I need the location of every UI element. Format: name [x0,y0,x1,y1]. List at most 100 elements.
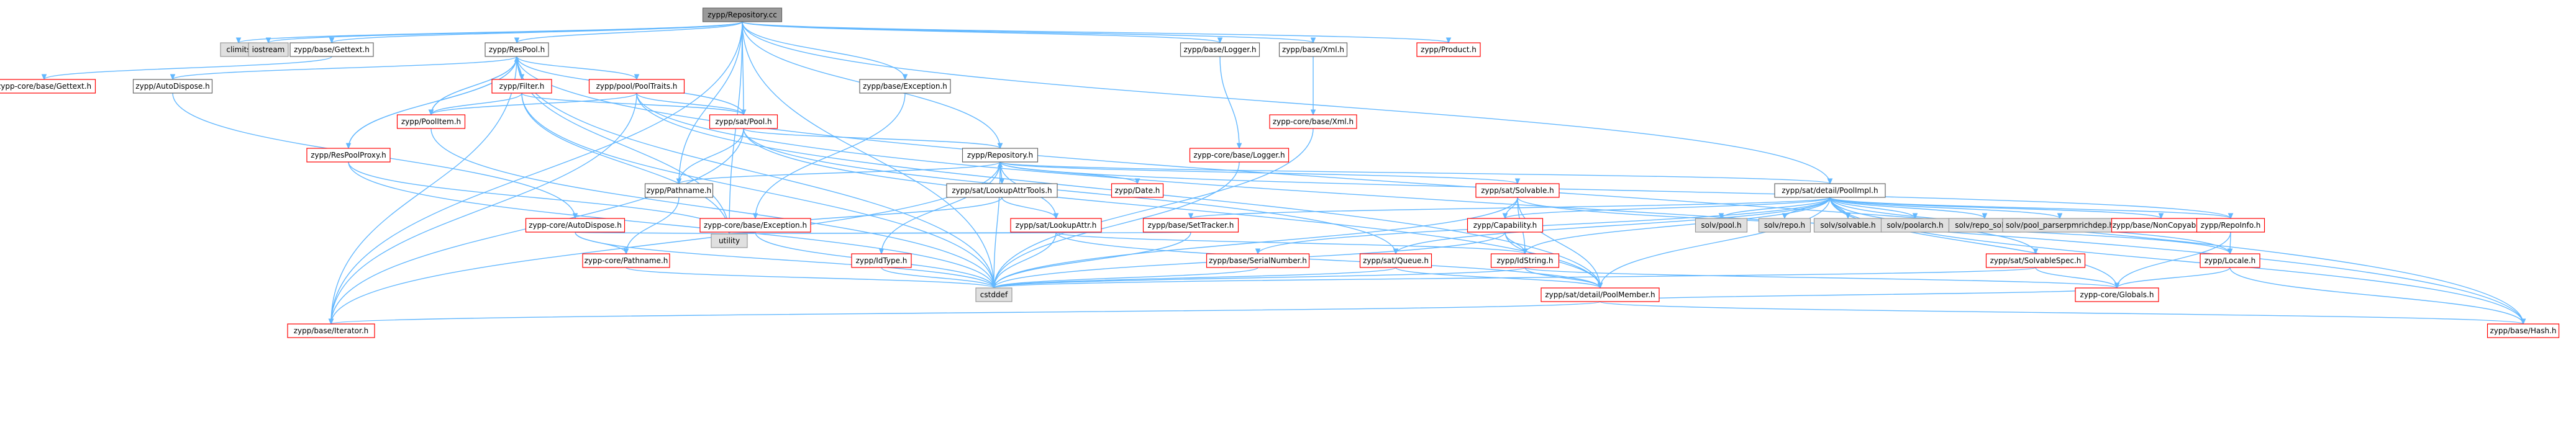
node-exception[interactable]: zypp/base/Exception.h [859,79,951,94]
edge-filter-to-satpool [521,92,744,115]
node-label-corelogger: zypp-core/base/Logger.h [1193,151,1285,159]
node-label-solvpool: solv/pool.h [1701,221,1741,230]
node-label-settracker: zypp/base/SetTracker.h [1148,221,1234,230]
edge-arrowhead-lookupattrtools-to-lookupattr [1053,213,1059,220]
node-poolimpl[interactable]: zypp/sat/detail/PoolImpl.h [1774,183,1886,198]
node-box-serialnumber [1206,253,1310,268]
node-label-poolmember: zypp/sat/detail/PoolMember.h [1545,290,1655,299]
node-box-product [1416,42,1481,57]
node-xml[interactable]: zypp/base/Xml.h [1278,42,1348,57]
node-idstring[interactable]: zypp/IdString.h [1490,253,1560,268]
edge-root-to-pathname [678,21,743,184]
node-root[interactable]: zypp/Repository.cc [702,7,783,22]
node-pathname[interactable]: zypp/Pathname.h [644,183,714,198]
node-label-product: zypp/Product.h [1421,45,1477,54]
node-solvsolvable: solv/solvable.h [1813,218,1883,233]
node-coreexception[interactable]: zypp-core/base/Exception.h [699,218,811,233]
node-coregettext[interactable]: zypp-core/base/Gettext.h [0,79,96,94]
node-idtype[interactable]: zypp/IdType.h [851,253,912,268]
node-poolitem[interactable]: zypp/PoolItem.h [396,114,466,129]
edge-repository-to-cstddef [993,161,1001,289]
node-repository[interactable]: zypp/Repository.h [962,148,1039,163]
node-box-settracker [1142,218,1239,233]
edge-solvablespec-to-cstddef [993,267,2036,289]
node-corelogger[interactable]: zypp-core/base/Logger.h [1189,148,1290,163]
edge-arrowhead-autodispose-to-coreautodispose [572,213,578,220]
edge-arrowhead-repository-to-poolimpl [1827,178,1833,185]
node-box-poolmember [1541,287,1660,302]
node-corexml[interactable]: zypp-core/base/Xml.h [1269,114,1357,129]
node-lookupattrtools[interactable]: zypp/sat/LookupAttrTools.h [946,183,1058,198]
edge-poolmember-to-hash [1600,301,2524,325]
node-filter[interactable]: zypp/Filter.h [491,79,552,94]
node-solvable[interactable]: zypp/sat/Solvable.h [1475,183,1560,198]
node-logger[interactable]: zypp/base/Logger.h [1180,42,1260,57]
node-box-root [702,7,783,22]
node-box-lookupattrtools [946,183,1058,198]
edge-solvable-to-cstddef [993,197,1518,289]
edge-logger-to-corelogger [1219,56,1240,149]
node-hash[interactable]: zypp/base/Hash.h [2487,323,2560,338]
node-label-filter: zypp/Filter.h [499,82,545,91]
node-lookupattr[interactable]: zypp/sat/LookupAttr.h [1010,218,1102,233]
node-box-exception [859,79,951,94]
edge-respool-to-autodispose [172,56,517,80]
edge-idstring-to-cstddef [993,267,1526,289]
node-capability[interactable]: zypp/Capability.h [1467,218,1544,233]
edge-idstring-to-globals [1524,267,2118,289]
edge-respool-to-cstddef [516,56,994,289]
node-box-solvpool [1695,218,1748,233]
node-box-solvrepo [1758,218,1811,233]
node-poolmember[interactable]: zypp/sat/detail/PoolMember.h [1541,287,1660,302]
node-pooltraits[interactable]: zypp/pool/PoolTraits.h [588,79,685,94]
node-respool[interactable]: zypp/ResPool.h [485,42,549,57]
edge-arrowhead-poolmember-to-iterator [328,318,334,325]
node-noncopyable[interactable]: zypp/base/NonCopyable.h [2111,218,2211,233]
node-repoinfo[interactable]: zypp/RepoInfo.h [2196,218,2265,233]
edge-root-to-logger [742,21,1221,43]
edge-poolimpl-to-solvreposolv [1829,197,1985,219]
node-corepathname[interactable]: zypp-core/Pathname.h [582,253,670,268]
node-label-exception: zypp/base/Exception.h [863,82,947,91]
edge-repository-to-repoinfo [999,161,2231,219]
node-box-respoolproxy [306,148,391,163]
node-respoolproxy[interactable]: zypp/ResPoolProxy.h [306,148,391,163]
edge-idtype-to-cstddef [881,267,994,289]
edge-arrowhead-poolimpl-to-serialnumber [1255,248,1261,255]
node-iterator[interactable]: zypp/base/Iterator.h [287,323,375,338]
edge-root-to-xml [742,21,1314,43]
edge-repository-to-idtype [881,161,1001,254]
node-solvablespec[interactable]: zypp/sat/SolvableSpec.h [1985,253,2086,268]
node-settracker[interactable]: zypp/base/SetTracker.h [1142,218,1239,233]
edge-exception-to-coreexception [755,92,906,219]
node-date[interactable]: zypp/Date.h [1111,183,1164,198]
node-label-solvrepo: solv/repo.h [1764,221,1805,230]
node-locale[interactable]: zypp/Locale.h [2200,253,2260,268]
edge-root-to-gettext [331,21,743,43]
node-gettext[interactable]: zypp/base/Gettext.h [289,42,374,57]
edge-serialnumber-to-cstddef [993,267,1258,289]
node-label-coreautodispose: zypp-core/AutoDispose.h [529,221,622,230]
node-satqueue[interactable]: zypp/sat/Queue.h [1359,253,1432,268]
node-label-solvablespec: zypp/sat/SolvableSpec.h [1990,256,2082,265]
node-label-poolitem: zypp/PoolItem.h [401,117,461,126]
node-box-pooltraits [588,79,685,94]
edge-repoinfo-to-globals [2116,231,2231,289]
edge-repository-to-poolimpl [999,161,1831,184]
node-box-respool [485,42,549,57]
node-autodispose[interactable]: zypp/AutoDispose.h [132,79,213,94]
node-product[interactable]: zypp/Product.h [1416,42,1481,57]
edge-filter-to-cstddef [521,92,994,289]
node-label-respoolproxy: zypp/ResPoolProxy.h [311,151,386,159]
edge-arrowhead-root-to-logger [1217,37,1223,44]
node-label-serialnumber: zypp/base/SerialNumber.h [1209,256,1307,265]
edge-poolitem-to-cstddef [430,128,994,289]
node-serialnumber[interactable]: zypp/base/SerialNumber.h [1206,253,1310,268]
node-satpool[interactable]: zypp/sat/Pool.h [709,114,778,129]
node-globals[interactable]: zypp-core/Globals.h [2075,287,2159,302]
edge-pooltraits-to-poolitem [430,92,637,115]
node-coreautodispose[interactable]: zypp-core/AutoDispose.h [525,218,626,233]
node-label-date: zypp/Date.h [1115,186,1160,195]
edge-arrowhead-root-to-gettext [329,37,335,44]
edge-arrowhead-lookupattrtools-to-repository [997,161,1003,168]
